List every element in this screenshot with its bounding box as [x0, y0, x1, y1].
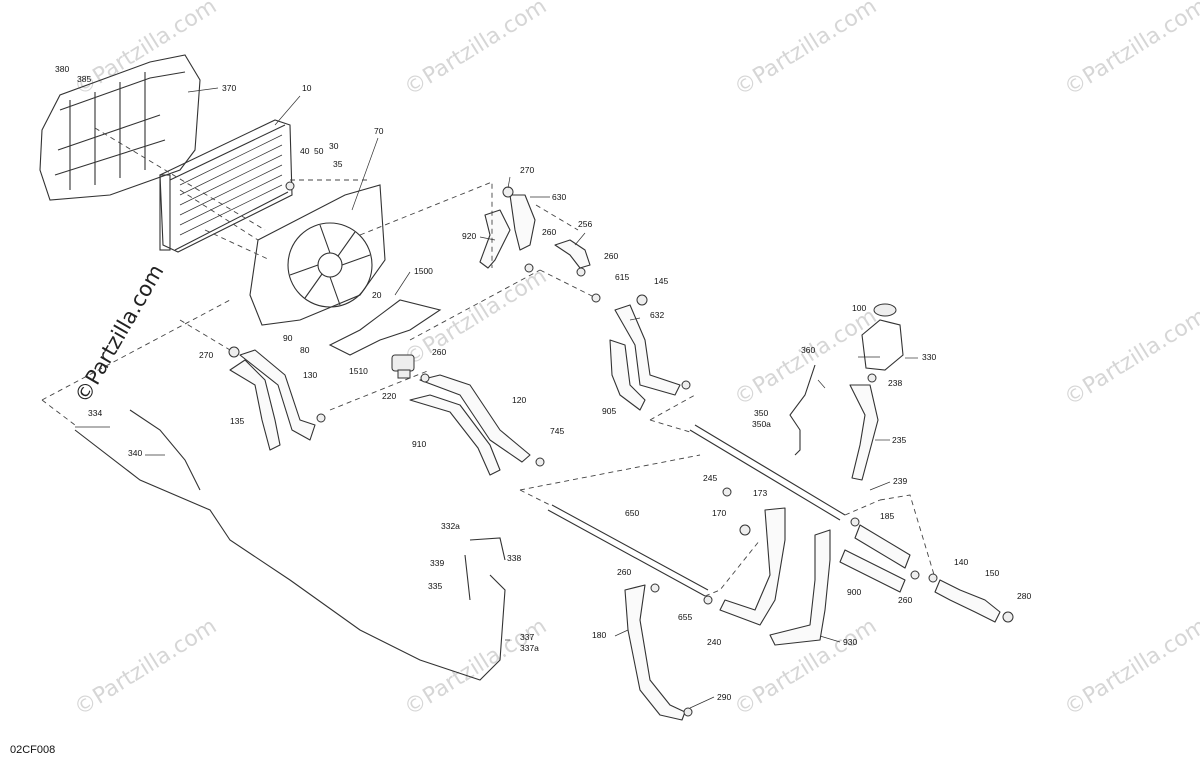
callout-180: 180: [592, 630, 606, 640]
callout-245: 245: [703, 473, 717, 483]
hose-clamps: [228, 181, 1014, 717]
fan-shroud: [39, 54, 201, 201]
callout-20: 20: [372, 290, 382, 300]
radiator: [159, 119, 293, 253]
callout-150: 150: [985, 568, 999, 578]
callout-260-e: 260: [898, 595, 912, 605]
callout-1500: 1500: [414, 266, 433, 276]
hoses-left: [229, 194, 681, 476]
callout-120: 120: [512, 395, 526, 405]
callout-70: 70: [374, 126, 384, 136]
callout-339: 339: [430, 558, 444, 568]
callout-340: 340: [128, 448, 142, 458]
callout-632: 632: [650, 310, 664, 320]
callout-1510: 1510: [349, 366, 368, 376]
callout-280: 280: [1017, 591, 1031, 601]
callout-338: 338: [507, 553, 521, 563]
callout-238: 238: [888, 378, 902, 388]
callout-334: 334: [88, 408, 102, 418]
callout-10: 10: [302, 83, 312, 93]
callout-900: 900: [847, 587, 861, 597]
callout-930: 930: [843, 637, 857, 647]
callout-290: 290: [717, 692, 731, 702]
callout-239: 239: [893, 476, 907, 486]
callout-330: 330: [922, 352, 936, 362]
assembly-lines: [41, 127, 936, 597]
callout-170: 170: [712, 508, 726, 518]
callout-655: 655: [678, 612, 692, 622]
callout-80: 80: [300, 345, 310, 355]
callout-337: 337: [520, 632, 534, 642]
coolant-reservoir: [861, 303, 904, 383]
callout-35: 35: [333, 159, 343, 169]
callout-260-a: 260: [542, 227, 556, 237]
diagram-code: 02CF008: [10, 744, 56, 756]
leader-lines: [75, 87, 918, 709]
callout-350: 350: [754, 408, 768, 418]
hoses-right: [624, 384, 1001, 721]
fan-assembly: [249, 184, 386, 326]
thermostat-housing: [391, 354, 415, 379]
callout-630: 630: [552, 192, 566, 202]
callout-235: 235: [892, 435, 906, 445]
callout-910: 910: [412, 439, 426, 449]
callout-360: 360: [801, 345, 815, 355]
callout-270-left: 270: [199, 350, 213, 360]
coolant-tubes: [74, 364, 846, 681]
callout-380: 380: [55, 64, 69, 74]
callout-30: 30: [329, 141, 339, 151]
callout-260-c: 260: [432, 347, 446, 357]
callout-173: 173: [753, 488, 767, 498]
callout-332a: 332a: [441, 521, 460, 531]
callout-135: 135: [230, 416, 244, 426]
callout-240: 240: [707, 637, 721, 647]
callout-270-top: 270: [520, 165, 534, 175]
callout-145: 145: [654, 276, 668, 286]
callout-745: 745: [550, 426, 564, 436]
callout-220: 220: [382, 391, 396, 401]
callout-350a: 350a: [752, 419, 771, 429]
callout-650: 650: [625, 508, 639, 518]
callout-920: 920: [462, 231, 476, 241]
callout-100: 100: [852, 303, 866, 313]
callout-260-d: 260: [617, 567, 631, 577]
callout-256: 256: [578, 219, 592, 229]
callout-260-b: 260: [604, 251, 618, 261]
callout-185: 185: [880, 511, 894, 521]
callout-140: 140: [954, 557, 968, 567]
callout-615: 615: [615, 272, 629, 282]
callout-905: 905: [602, 406, 616, 416]
callout-40: 40: [300, 146, 310, 156]
callout-370: 370: [222, 83, 236, 93]
callout-50: 50: [314, 146, 324, 156]
callout-337a: 337a: [520, 643, 539, 653]
bracket: [328, 299, 442, 356]
callout-130: 130: [303, 370, 317, 380]
callouts: 380 385 370 10 70 40 50 30 35 20 90 80 1…: [55, 64, 1031, 702]
callout-90: 90: [283, 333, 293, 343]
callout-385: 385: [77, 74, 91, 84]
callout-335: 335: [428, 581, 442, 591]
